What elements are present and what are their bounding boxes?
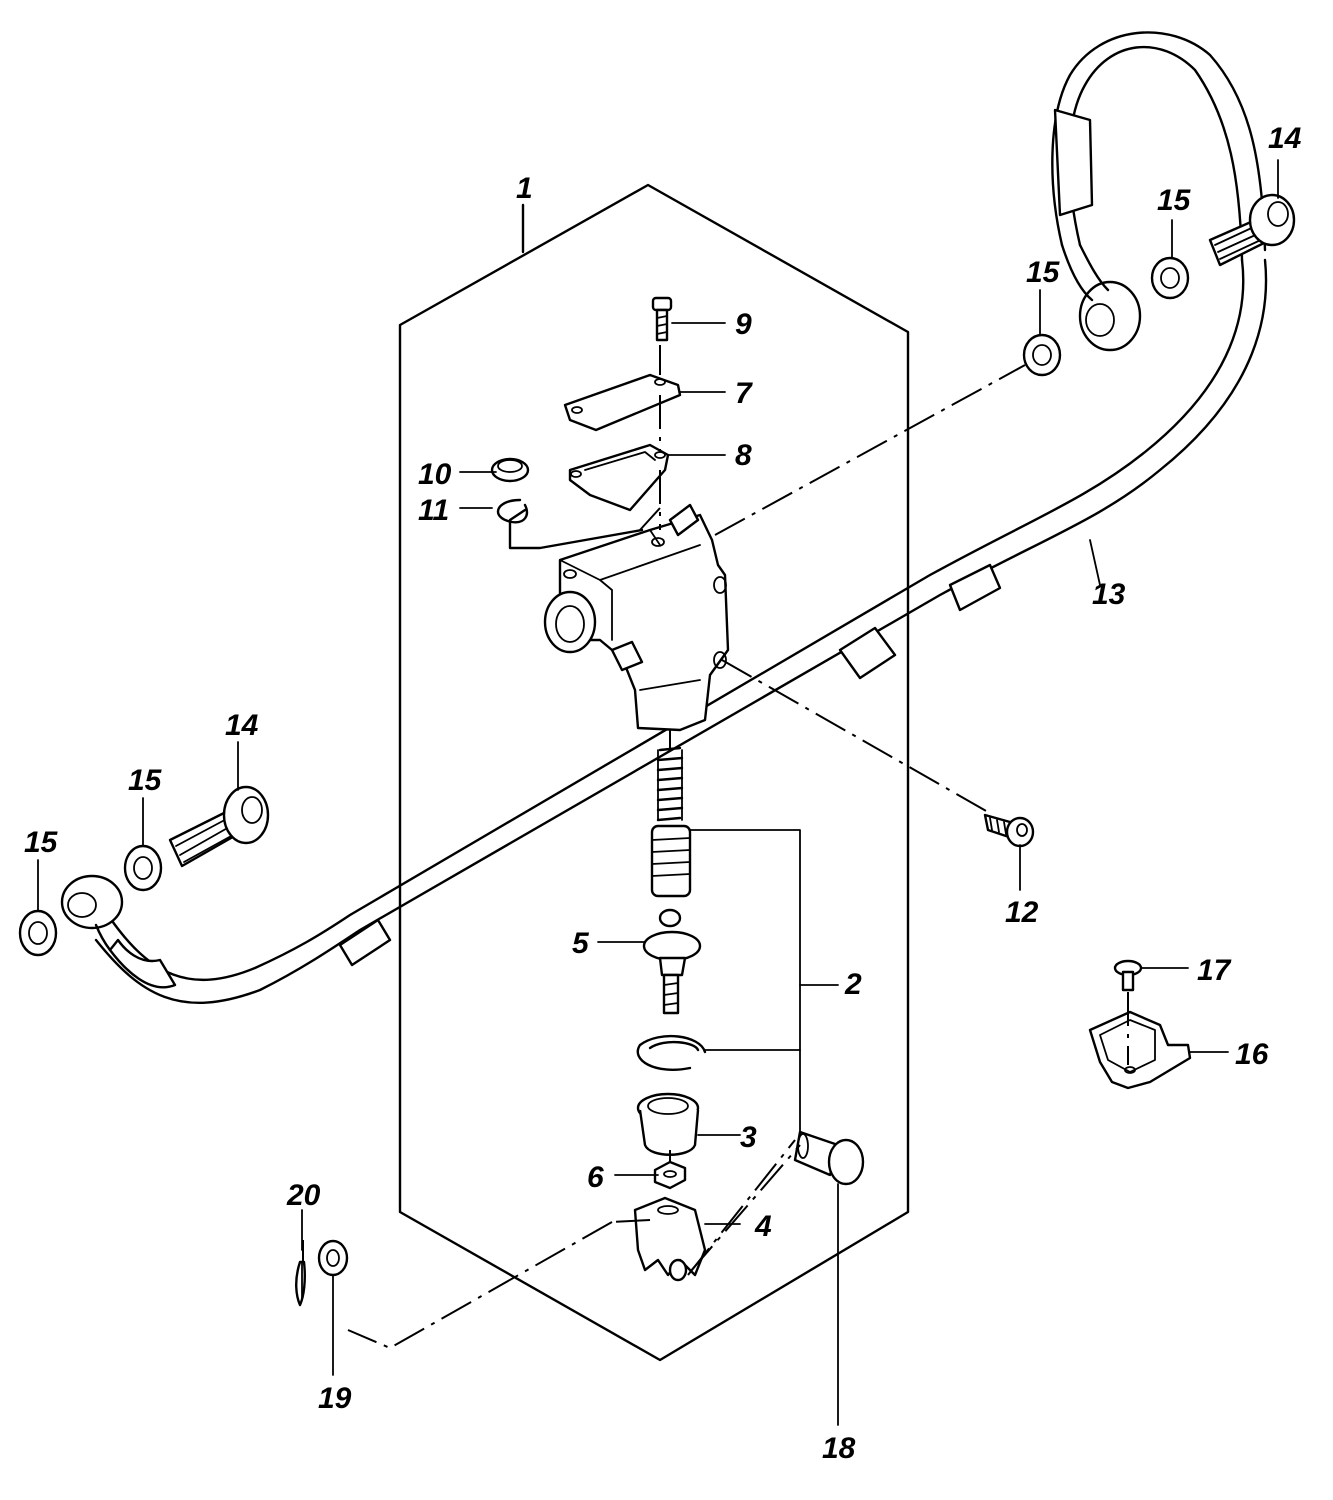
snap-ring [636,1034,707,1071]
washer-lower-mid [123,844,163,892]
callout-12: 12 [1005,896,1039,929]
callout-16: 16 [1235,1038,1269,1071]
union-bolt-upper [1208,193,1296,267]
callout-17: 17 [1197,954,1232,987]
washer-lower-left [18,909,58,957]
callout-15-lower-left: 15 [24,826,59,859]
hose-fitting-cap [490,457,530,483]
callout-19: 19 [318,1382,352,1415]
brake-hose [60,31,1268,1004]
callout-3: 3 [740,1121,757,1154]
assembly-boundary-outline [398,183,910,1362]
cap-screw [651,296,673,342]
callout-14-lower: 14 [225,709,259,742]
reservoir-cap [563,373,682,432]
assembly-lines [302,345,1129,1350]
push-rod [642,908,702,1015]
union-bolt-lower [168,785,270,868]
washer-upper-left [1022,333,1062,377]
dust-boot [636,1092,700,1156]
leader-lines [37,159,1279,1426]
circlip-small [496,498,529,524]
callout-labels: 1 2 3 4 5 6 7 8 9 10 11 12 13 14 14 15 1… [24,122,1302,1465]
callout-5: 5 [572,927,590,960]
callout-2: 2 [844,968,862,1001]
callout-1: 1 [516,172,533,205]
callout-9: 9 [735,308,752,341]
callout-18: 18 [822,1432,856,1465]
bracket-screw [1113,959,1143,992]
clevis-pin [793,1130,865,1186]
callout-15-lower-mid: 15 [128,764,163,797]
callout-11: 11 [418,494,449,527]
piston-cup [650,824,692,898]
callout-20: 20 [286,1179,321,1212]
callout-13: 13 [1092,578,1126,611]
bleeder-screw [983,813,1035,848]
callout-4: 4 [754,1210,772,1243]
lock-nut [653,1160,687,1190]
bracket [1088,1010,1192,1090]
clevis-joint [633,1196,707,1282]
reservoir-diaphragm [568,443,670,512]
callout-10: 10 [418,458,452,491]
callout-8: 8 [735,439,752,472]
callout-7: 7 [735,377,753,410]
master-cylinder-body [543,503,730,732]
cotter-pin [295,1260,306,1307]
plain-washer [317,1239,349,1277]
return-spring [656,746,684,822]
callout-14-upper: 14 [1268,122,1302,155]
callout-15-upper-right: 15 [1157,184,1192,217]
callout-15-upper-left: 15 [1026,256,1061,289]
callout-6: 6 [587,1161,604,1194]
washer-upper-right [1150,256,1190,300]
